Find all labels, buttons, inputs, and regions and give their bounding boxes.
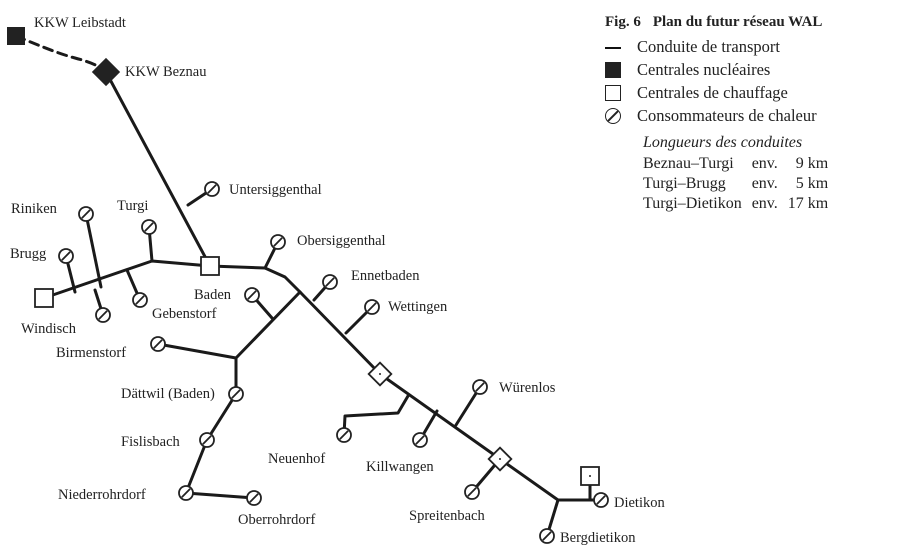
label-oberrohrdorf: Oberrohrdorf (238, 512, 315, 528)
label-wuerenlos: Würenlos (499, 380, 556, 396)
pipeline-line-icon (605, 46, 621, 49)
pipeline-neuenhof (342, 394, 410, 437)
pipeline-riniken (84, 212, 103, 289)
legend-label: Centrales de chauffage (637, 82, 788, 102)
heating-plant-windisch-icon (34, 288, 54, 308)
consumer-niederrohrdorf-icon (178, 485, 194, 501)
label-obersiggenthal: Obersiggenthal (297, 233, 386, 249)
consumer-riniken-icon (78, 206, 94, 222)
table-row: Turgi–Brugg env. 5 km (643, 174, 828, 194)
approx-cell: env. (751, 195, 778, 212)
legend-label: Conduite de transport (637, 36, 780, 56)
consumer-ennetbaden-icon (322, 274, 338, 290)
label-daettwil: Dättwil (Baden) (121, 386, 215, 402)
consumer-untersiggenthal-icon (204, 181, 220, 197)
consumer-windisch-icon (95, 307, 111, 323)
consumer-obersiggenthal-icon (270, 234, 286, 250)
heating-plant-dots (379, 373, 591, 477)
label-birmenstorf: Birmenstorf (56, 345, 126, 361)
km-cell: 5 km (795, 175, 829, 192)
consumer-dietikon-icon (593, 492, 609, 508)
label-neuenhof: Neuenhof (268, 451, 325, 467)
consumer-killwangen-icon (412, 432, 428, 448)
pipeline-baden-dietikon (208, 264, 603, 502)
heating-plant-baden-icon (200, 256, 220, 276)
consumer-gebenstorf-icon (132, 292, 148, 308)
figure-number: Fig. 6 (605, 14, 641, 30)
white-square-icon (605, 84, 621, 101)
label-fislisbach: Fislisbach (121, 434, 181, 450)
nuclear-plants (7, 27, 121, 87)
table-row: Turgi–Dietikon env. 17 km (643, 194, 828, 214)
approx-cell: env. (751, 155, 778, 172)
label-wettingen: Wettingen (388, 299, 448, 315)
label-baden: Baden (194, 287, 232, 303)
consumer-wettingen-icon (364, 299, 380, 315)
pipeline-beznau-baden (104, 70, 212, 268)
consumer-baden-south-icon (244, 287, 260, 303)
label-bergdietikon: Bergdietikon (560, 530, 636, 546)
consumer-birmenstorf-icon (150, 336, 166, 352)
consumer-turgi-icon (141, 219, 157, 235)
label-dietikon: Dietikon (614, 495, 665, 511)
place-labels: KKW Leibstadt KKW Beznau Untersiggenthal… (10, 15, 665, 546)
approx-cell: env. (751, 175, 778, 192)
consumer-fislisbach-icon (199, 432, 215, 448)
route-cell: Beznau–Turgi (643, 155, 734, 172)
route-cell: Turgi–Brugg (643, 175, 726, 192)
label-beznau: KKW Beznau (125, 64, 206, 80)
legend-label: Centrales nucléaires (637, 59, 771, 79)
route-cell: Turgi–Dietikon (643, 195, 742, 212)
label-ennetbaden: Ennetbaden (351, 268, 420, 284)
figure-title: Plan du futur réseau WAL (652, 14, 823, 30)
label-niederrohrdorf: Niederrohrdorf (58, 487, 146, 503)
legend-item-heating: Centrales de chauffage (605, 81, 915, 104)
pipeline-daettwil-branch (234, 290, 302, 396)
label-riniken: Riniken (11, 201, 58, 217)
pipeline-leibstadt-beznau (14, 34, 108, 74)
label-killwangen: Killwangen (366, 459, 434, 475)
black-square-icon (605, 61, 621, 78)
pipeline-daettwil-rohrdorf (184, 392, 256, 500)
consumer-wuerenlos-icon (472, 379, 488, 395)
label-turgi: Turgi (117, 198, 148, 214)
legend-panel: Fig. 6 Plan du futur réseau WAL Conduite … (605, 14, 915, 214)
consumer-spreitenbach-icon (464, 484, 480, 500)
legend-item-consumers: Consommateurs de chaleur (605, 104, 915, 127)
legend-item-nuclear: Centrales nucléaires (605, 58, 915, 81)
legend-item-pipeline: Conduite de transport (605, 35, 915, 58)
consumer-bergdietikon-icon (539, 528, 555, 544)
hatched-circle-icon (605, 107, 621, 124)
heat-consumers (58, 181, 609, 544)
km-cell: 17 km (787, 195, 829, 212)
pipeline-birmenstorf (156, 342, 238, 360)
nuclear-plant-leibstadt-icon (7, 27, 25, 45)
label-spreitenbach: Spreitenbach (409, 508, 485, 524)
lengths-title: Longueurs des conduites (643, 134, 803, 151)
km-cell: 9 km (795, 155, 829, 172)
label-leibstadt: KKW Leibstadt (34, 15, 126, 31)
table-row: Beznau–Turgi env. 9 km (643, 154, 828, 174)
lengths-table: Beznau–Turgi env. 9 km Turgi–Brugg env. … (643, 154, 828, 214)
label-untersiggenthal: Untersiggenthal (229, 182, 322, 198)
legend-title: Fig. 6 Plan du futur réseau WAL (605, 14, 915, 31)
nuclear-plant-beznau-icon (91, 57, 121, 87)
label-windisch: Windisch (21, 321, 77, 337)
consumer-neuenhof-icon (336, 427, 352, 443)
pipeline-lengths: Longueurs des conduites Beznau–Turgi env… (643, 134, 915, 214)
consumer-oberrohrdorf-icon (246, 490, 262, 506)
legend-label: Consommateurs de chaleur (637, 105, 817, 125)
consumer-brugg-icon (58, 248, 74, 264)
label-gebenstorf: Gebenstorf (152, 306, 217, 322)
label-brugg: Brugg (10, 246, 46, 262)
consumer-daettwil-icon (228, 386, 244, 402)
